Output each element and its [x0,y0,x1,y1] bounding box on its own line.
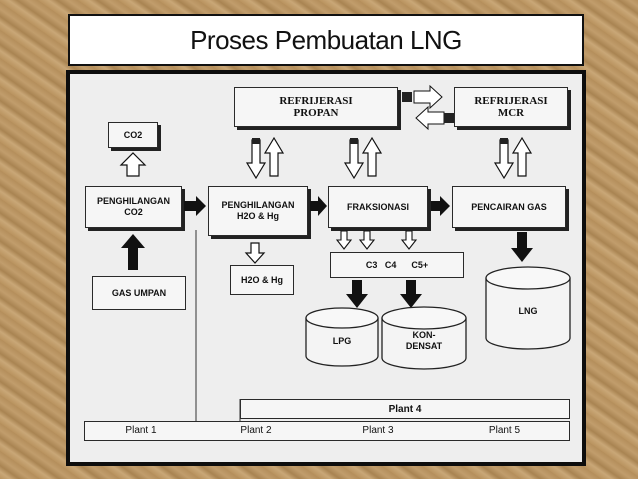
arrow-right-2-icon [310,196,327,216]
gas-umpan-box: GAS UMPAN [92,276,186,310]
h2o-down-arrow-icon [244,242,266,264]
fraksionasi-box: FRAKSIONASI [328,186,428,228]
h2o-hg-box: H2O & Hg [230,265,294,295]
fractions-box: C3 C4 C5+ [330,252,464,278]
co2-box: CO2 [108,122,158,148]
plant1-cell: Plant 1 [84,421,198,441]
mcr-to-pencairan-arrows-icon [493,136,533,180]
kondensat-tank-icon [381,306,467,370]
arrow-right-3-icon [431,196,450,216]
propan-to-fraksionasi-arrows-icon [343,136,383,180]
penghilangan-h2o-hg-box: PENGHILANGAN H2O & Hg [208,186,308,236]
plant5-cell: Plant 5 [440,421,570,441]
lng-down-arrow-icon [511,232,533,262]
c5-down-arrow-icon [400,230,418,250]
page-title: Proses Pembuatan LNG [190,24,462,55]
refrigerasi-propan-box: REFRIJERASI PROPAN [234,87,398,127]
lng-tank-icon [485,266,571,350]
propan-to-h2o-arrows-icon [245,136,285,180]
feed-up-arrow-icon [121,234,145,270]
lpg-down-arrow-icon [346,280,368,308]
exchange-arrows-icon [402,84,454,131]
lng-label: LNG [518,306,538,316]
pencairan-gas-box: PENCAIRAN GAS [452,186,566,228]
c3-down-arrow-icon [335,230,353,250]
penghilangan-co2-box: PENGHILANGAN CO2 [85,186,182,228]
lpg-tank-icon [305,307,379,367]
title-bar: Proses Pembuatan LNG [68,14,584,66]
arrow-right-1-icon [184,196,206,216]
lpg-label: LPG [332,336,352,346]
c4-down-arrow-icon [358,230,376,250]
refrigerasi-mcr-box: REFRIJERASI MCR [454,87,568,127]
kondensat-down-arrow-icon [400,280,422,308]
kondensat-label: KON- DENSAT [405,330,443,351]
co2-up-arrow-icon [119,152,147,177]
